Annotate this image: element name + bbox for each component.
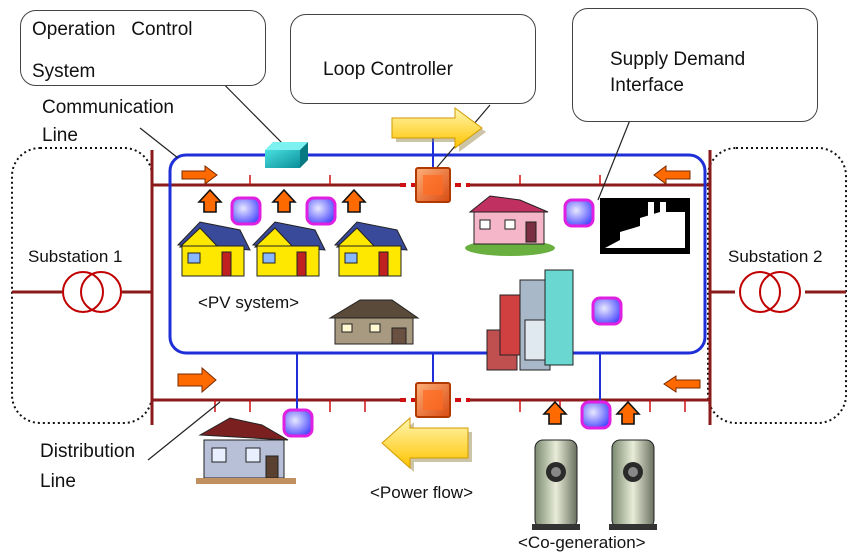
distribution-line-label-1: Distribution [40, 441, 136, 462]
meter-icon [230, 196, 262, 226]
cogeneration-unit-icon [532, 439, 580, 530]
cogeneration-unit-icon [609, 439, 657, 530]
communication-loop [168, 153, 707, 355]
meter-icon [282, 408, 314, 438]
building-icon [486, 269, 574, 371]
substation-2-box [707, 147, 847, 424]
house-icon [328, 299, 420, 345]
meter-icon [580, 400, 612, 430]
distribution-dashes [400, 183, 470, 402]
supply-demand-label-line2: Interface [610, 75, 684, 96]
pv-system-label: <PV system> [198, 293, 300, 312]
loop-controller-top [415, 167, 451, 203]
loop-controller-callout [290, 14, 536, 104]
substation-1-label: Substation 1 [28, 247, 123, 266]
substation-2-label: Substation 2 [728, 247, 823, 266]
house-icon [465, 195, 555, 256]
meter-icon [563, 198, 595, 228]
meter-icon [591, 296, 623, 326]
transformer-icon [739, 271, 801, 313]
house-icon [176, 221, 251, 277]
distribution-line-label-2: Line [40, 471, 76, 492]
power-flow-arrow-right [391, 107, 486, 152]
meter-icon [305, 196, 337, 226]
communication-line-label-2: Line [42, 125, 78, 146]
power-flow-arrow-left [381, 416, 472, 472]
cogeneration-label: <Co-generation> [518, 533, 646, 552]
operation-control-label-line1: Operation Control [32, 19, 193, 40]
distribution-lines [12, 150, 846, 425]
flow-arrows [177, 165, 701, 394]
house-icon [251, 221, 326, 277]
substation-1-box [11, 147, 153, 424]
supply-demand-callout [572, 8, 818, 122]
supply-demand-panel [600, 198, 690, 254]
power-flow-label: <Power flow> [370, 483, 473, 502]
up-arrows [197, 188, 641, 425]
loop-controller-bottom [415, 382, 451, 418]
operation-control-callout [20, 10, 266, 86]
house-icon [196, 417, 296, 484]
loop-controller-label: Loop Controller [323, 59, 453, 80]
communication-line-label-1: Communication [42, 97, 174, 118]
transformer-icon [62, 271, 122, 313]
cloud-server-icon [265, 142, 308, 168]
operation-control-label-line2: System [32, 61, 96, 82]
house-icon [333, 221, 408, 277]
supply-demand-label-line1: Supply Demand [610, 49, 746, 70]
